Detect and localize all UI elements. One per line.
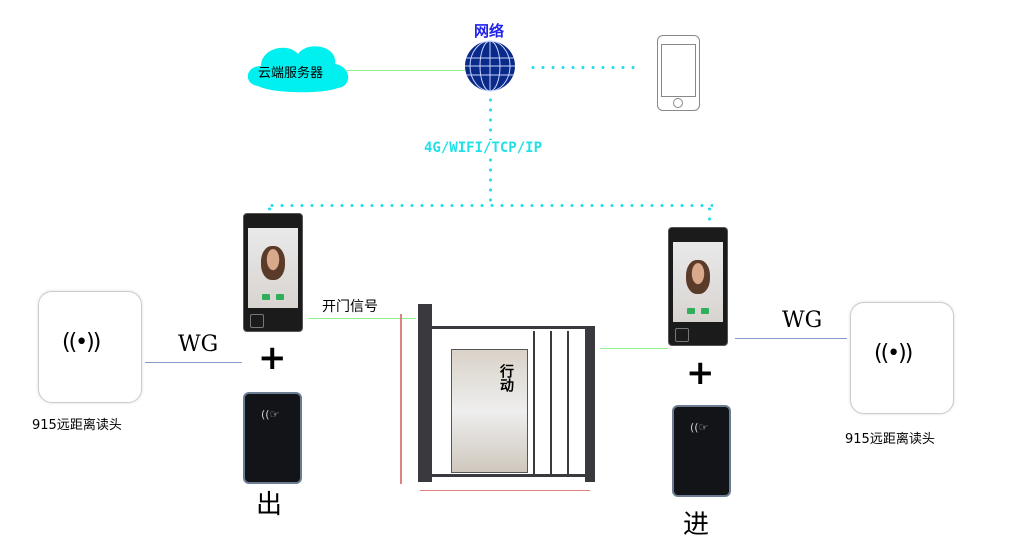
wg-label-left: WG xyxy=(178,332,219,357)
cloud-server-label: 云端服务器 xyxy=(258,66,324,81)
bus-drop-right xyxy=(708,204,711,228)
network-label: 网络 xyxy=(474,22,505,40)
signal-icon: ((•)) xyxy=(874,341,913,366)
protocol-label: 4G/WIFI/TCP/IP xyxy=(424,140,543,156)
rfid-icon: ((☞ xyxy=(690,421,709,434)
entry-label: 进 xyxy=(683,510,710,540)
plus-left: + xyxy=(258,338,287,378)
network-bus-link xyxy=(267,204,713,207)
keypad-reader-right: ((☞ xyxy=(672,405,731,497)
cloud-network-link xyxy=(345,70,465,71)
signal-icon: ((•)) xyxy=(62,330,101,355)
rfid-icon: ((☞ xyxy=(261,408,280,421)
gate-right-link xyxy=(600,348,668,349)
bus-drop-left xyxy=(268,204,271,214)
exit-label: 出 xyxy=(256,490,283,520)
wg-label-right: WG xyxy=(782,308,823,333)
plus-right: + xyxy=(686,353,715,393)
open-signal-label: 开门信号 xyxy=(322,299,378,315)
poster-title: 行动 xyxy=(498,364,514,392)
globe-icon xyxy=(465,40,515,92)
uhf-reader-right: ((•)) xyxy=(850,302,954,414)
wg-link-left xyxy=(145,362,242,363)
face-terminal-right xyxy=(668,227,728,346)
pedestrian-gate-image: 行动 xyxy=(400,304,602,492)
face-terminal-left xyxy=(243,213,303,332)
reader-label-left: 915远距离读头 xyxy=(32,418,122,433)
wg-link-right xyxy=(735,338,847,339)
uhf-reader-left: ((•)) xyxy=(38,291,142,403)
face-image xyxy=(686,260,710,294)
network-phone-link xyxy=(528,66,636,69)
smartphone-icon xyxy=(657,35,700,111)
cloud-server-icon xyxy=(247,46,349,93)
open-signal-link xyxy=(308,318,416,319)
keypad-reader-left: ((☞ xyxy=(243,392,302,484)
face-image xyxy=(261,246,285,280)
reader-label-right: 915远距离读头 xyxy=(845,432,935,447)
